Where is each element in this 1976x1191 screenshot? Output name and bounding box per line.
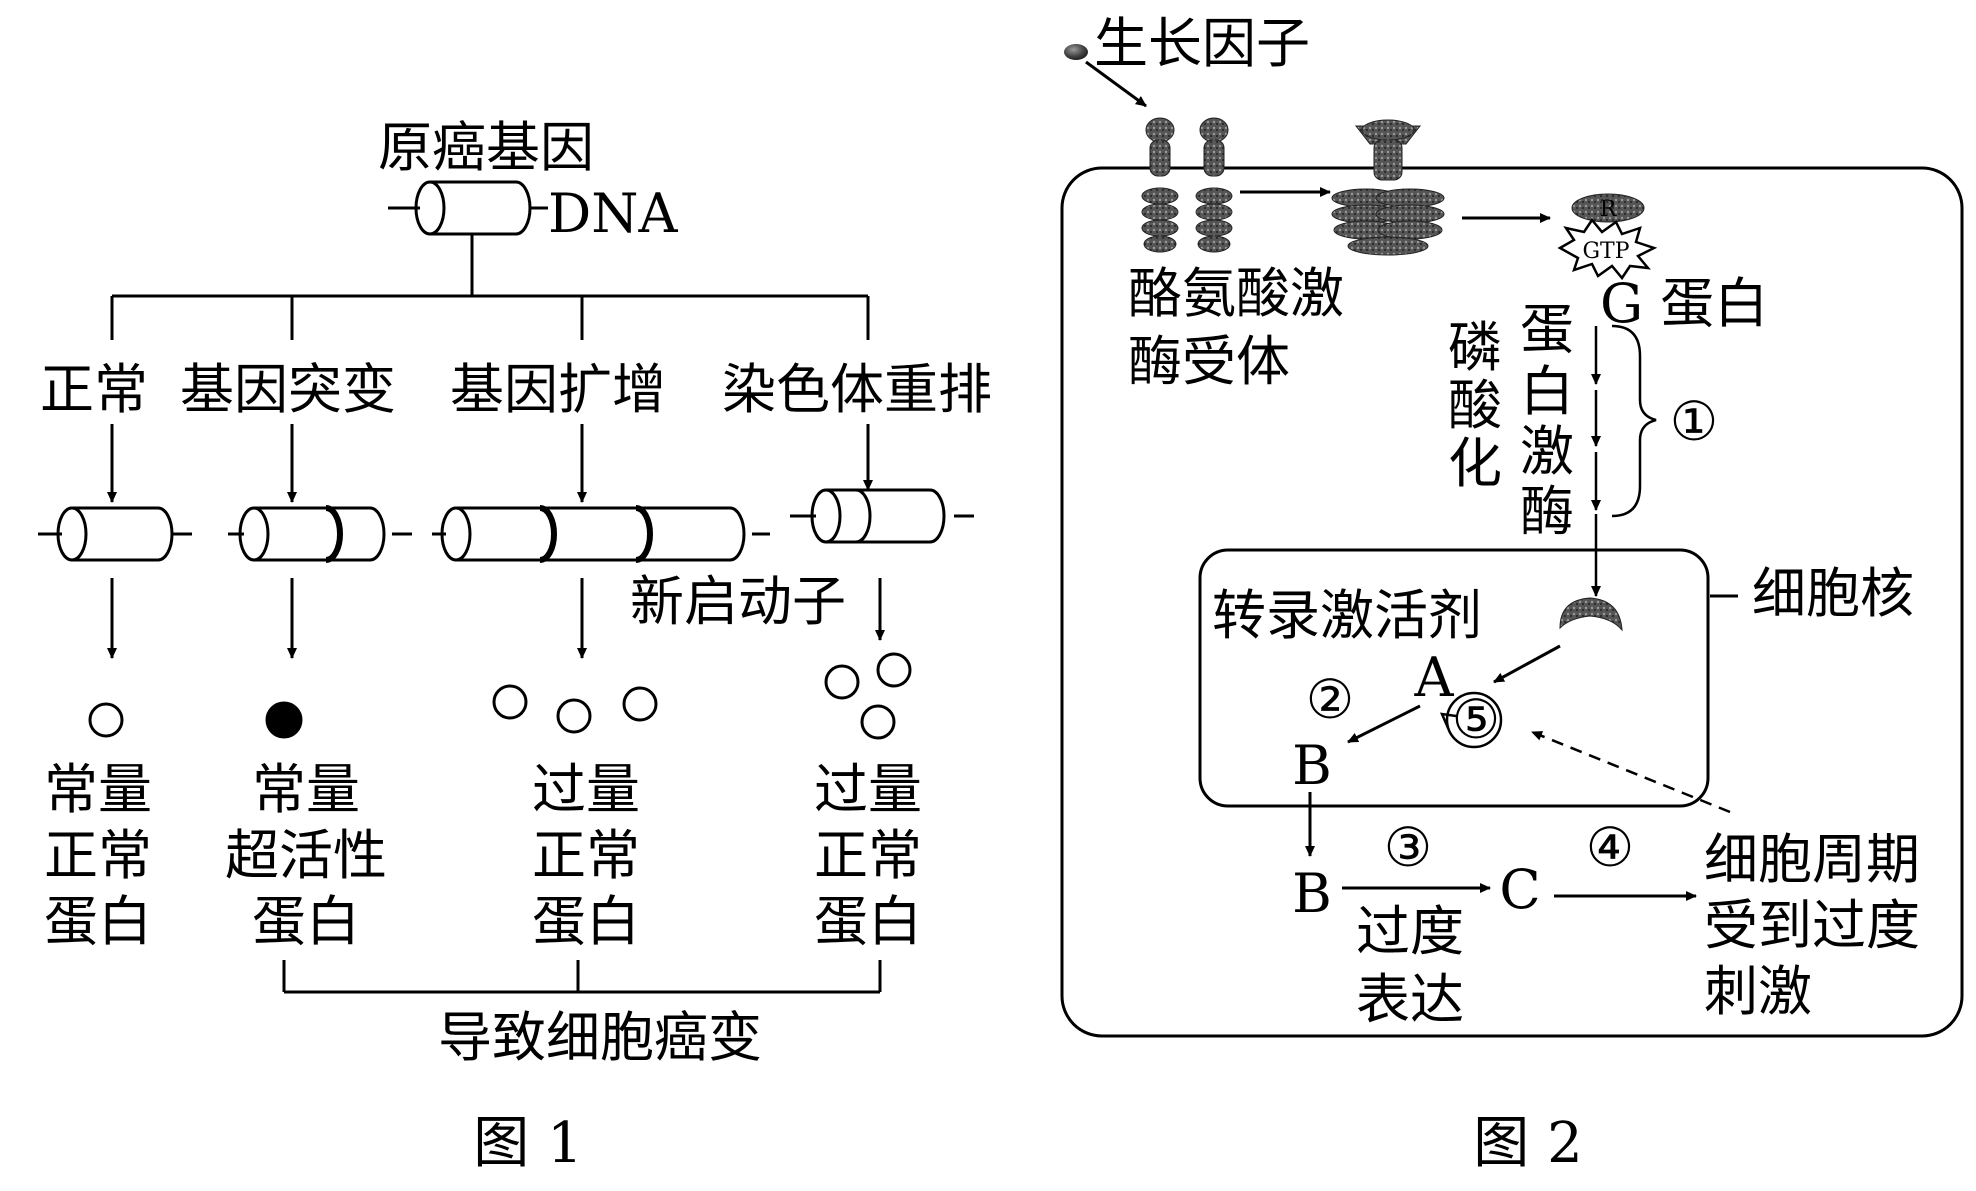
cell-cycle-line: 刺激	[1704, 960, 1812, 1023]
gene-to-protein-arrows	[107, 578, 885, 659]
cell-cycle-line: 受到过度	[1704, 894, 1920, 957]
protein-descriptions: 常量 正常 蛋白 常量 超活性 蛋白 过量 正常 蛋白 过量 正常 蛋白	[44, 758, 922, 953]
mutation-protein-line: 蛋白	[252, 890, 360, 953]
protein-kinase-char: 蛋	[1520, 298, 1574, 361]
protein-excess-dot	[492, 684, 528, 720]
overexpression-line: 表达	[1356, 968, 1464, 1031]
protein-excess-dot	[860, 704, 896, 740]
branch-mutation-label: 基因突变	[180, 358, 396, 421]
figure-2-caption: 图 2	[1473, 1111, 1582, 1176]
growth-factor-molecule	[1064, 44, 1088, 60]
figure-1: 原癌基因 DNA 正常 基因突变 基因扩增 染色体重排	[38, 116, 992, 1176]
branch-normal-label: 正常	[40, 358, 148, 421]
branch-connectors	[110, 234, 870, 340]
mutation-protein-line: 常量	[252, 758, 360, 821]
label-to-gene-arrows	[107, 424, 873, 503]
g-protein-icon: R GTP	[1557, 193, 1658, 281]
step1-brace	[1611, 324, 1657, 518]
growth-factor-label: 生长因子	[1094, 12, 1310, 75]
phosphorylation-char: 酸	[1448, 374, 1502, 437]
step3-label: ③	[1384, 816, 1432, 879]
protein-kinase-char: 激	[1520, 420, 1574, 483]
protein-kinase-char: 白	[1520, 360, 1574, 423]
gene-cylinders	[38, 488, 974, 563]
a-to-b-arrow	[1347, 704, 1421, 744]
receptor-label-line: 酪氨酸激	[1128, 262, 1344, 325]
protein-excess-dot	[876, 652, 912, 688]
node-c: C	[1499, 858, 1540, 921]
gtp-label: GTP	[1582, 239, 1629, 264]
normal-protein-line: 常量	[44, 758, 152, 821]
dna-label: DNA	[548, 182, 679, 245]
cell-membrane	[1060, 166, 1964, 1038]
outcome-label: 导致细胞癌变	[438, 1006, 762, 1069]
rearrangement-protein-line: 正常	[814, 824, 922, 887]
node-b-cytoplasm: B	[1292, 862, 1332, 925]
rearrangement-protein-line: 蛋白	[814, 890, 922, 953]
amplification-protein-line: 正常	[532, 824, 640, 887]
outcome-bracket	[282, 960, 882, 994]
protein-kinase-char: 酶	[1520, 480, 1574, 543]
protein-hyperactive-dot	[265, 701, 303, 739]
node-b-nucleus: B	[1292, 734, 1332, 797]
normal-protein-line: 蛋白	[44, 890, 152, 953]
gene-mutation-cylinder	[228, 505, 412, 563]
g-protein-label: G 蛋白	[1600, 272, 1768, 335]
gtp-star	[1557, 217, 1658, 281]
feedback-dashed-arrow	[1531, 730, 1731, 814]
nucleus-membrane	[1198, 548, 1710, 808]
protein-excess-dot	[824, 664, 860, 700]
receptor-inactive-icon	[1141, 117, 1233, 253]
step5-loop-arrow	[1445, 691, 1503, 749]
gene-rearrangement-cylinder	[790, 488, 974, 544]
mutation-protein-line: 超活性	[225, 824, 387, 887]
new-promoter-label: 新启动子	[630, 570, 846, 633]
amplification-protein-line: 过量	[532, 758, 640, 821]
figure-1-caption: 图 1	[473, 1111, 582, 1176]
normal-protein-line: 正常	[44, 824, 152, 887]
transcription-activator-label: 转录激活剂	[1212, 584, 1482, 647]
protein-excess-dot	[622, 686, 658, 722]
overexpression-line: 过度	[1356, 900, 1464, 963]
r-label: R	[1600, 197, 1618, 222]
cell-cycle-line: 细胞周期	[1704, 828, 1920, 891]
protein-excess-dot	[556, 698, 592, 734]
protein-normal-dot	[88, 702, 124, 738]
nucleus-label: 细胞核	[1752, 562, 1914, 625]
step4-label: ④	[1586, 816, 1634, 879]
protein-dots	[88, 652, 912, 740]
step5-label: ⑤	[1452, 688, 1500, 751]
step5-loop-arrowhead	[1439, 712, 1457, 729]
phosphorylation-char: 磷	[1448, 316, 1502, 379]
proto-oncogene-label: 原癌基因	[378, 116, 594, 179]
rearrangement-protein-line: 过量	[814, 758, 922, 821]
amplification-protein-line: 蛋白	[532, 890, 640, 953]
r-subunit	[1571, 193, 1645, 223]
node-a: A	[1414, 646, 1455, 709]
step1-label: ①	[1670, 390, 1718, 453]
phosphorylation-char: 化	[1448, 432, 1502, 495]
receptor-label-line: 酶受体	[1128, 330, 1290, 393]
activator-to-a-arrow	[1493, 644, 1561, 684]
branch-amplification-label: 基因扩增	[450, 358, 666, 421]
branch-rearrangement-label: 染色体重排	[722, 358, 992, 421]
gene-amplification-cylinder	[432, 505, 770, 563]
receptor-active-icon	[1331, 119, 1445, 256]
dna-cylinder-top	[388, 180, 548, 236]
step2-label: ②	[1306, 668, 1354, 731]
figure-2: 生长因子	[1060, 12, 1964, 1176]
gene-normal-cylinder	[38, 506, 192, 562]
transcription-activator-molecule	[1559, 597, 1623, 632]
growth-factor-arrow	[1085, 60, 1147, 108]
